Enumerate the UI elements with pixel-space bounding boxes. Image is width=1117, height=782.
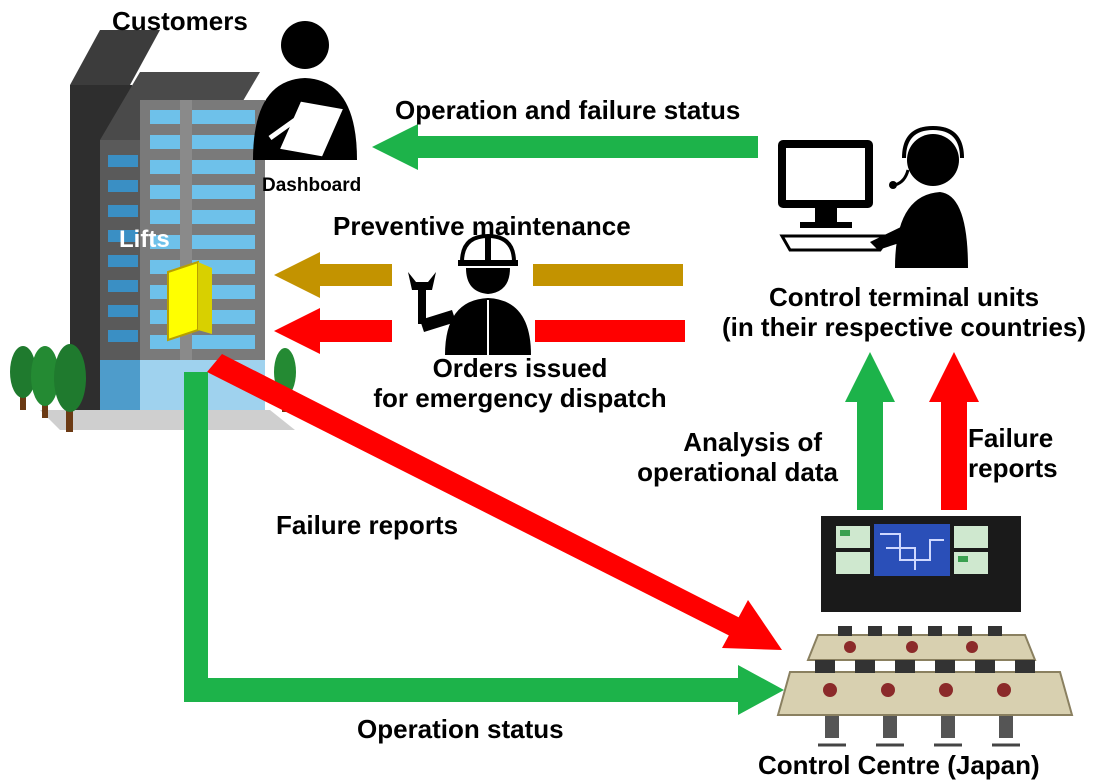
arrow-failure-reports-diagonal <box>207 354 782 650</box>
operation-failure-status-label: Operation and failure status <box>395 95 741 125</box>
failure-reports-right-label: Failure reports <box>968 423 1058 484</box>
arrow-failure-reports-up <box>929 352 979 510</box>
control-centre-label: Control Centre (Japan) <box>758 750 1040 780</box>
dashboard-label: Dashboard <box>262 175 362 196</box>
control-room-icon <box>776 626 1074 747</box>
analysis-line1: Analysis of <box>683 427 822 457</box>
trees-icon <box>10 344 296 432</box>
operator-terminal-icon <box>778 125 968 268</box>
control-terminal-label: Control terminal units (in their respect… <box>694 282 1114 343</box>
analysis-line2: operational data <box>637 456 838 487</box>
customers-label: Customers <box>112 6 248 36</box>
arrow-operation-status <box>184 372 784 715</box>
arrow-analysis-up <box>845 352 895 510</box>
operation-status-label: Operation status <box>357 714 564 744</box>
analysis-label: Analysis of operational data <box>616 427 838 488</box>
failure-reports-right-line2: reports <box>968 452 1058 483</box>
preventive-maintenance-label: Preventive maintenance <box>333 211 631 241</box>
orders-issued-line1: Orders issued <box>432 353 608 383</box>
maintenance-worker-icon <box>408 233 531 355</box>
control-terminal-line2: (in their respective countries) <box>721 311 1087 342</box>
control-terminal-line1: Control terminal units <box>768 282 1040 312</box>
arrow-operation-failure-status <box>372 124 758 170</box>
arrow-orders-issued <box>274 308 685 354</box>
customer-tablet-icon <box>253 21 357 160</box>
control-room-screen <box>821 516 1021 612</box>
failure-reports-diagonal-label: Failure reports <box>276 510 459 540</box>
failure-reports-right-line1: Failure <box>968 423 1054 453</box>
orders-issued-label: Orders issued for emergency dispatch <box>360 353 680 414</box>
building-icon <box>40 30 295 430</box>
lifts-label: Lifts <box>119 226 170 253</box>
arrow-preventive-maintenance <box>274 252 683 298</box>
orders-issued-line2: for emergency dispatch <box>373 382 667 413</box>
